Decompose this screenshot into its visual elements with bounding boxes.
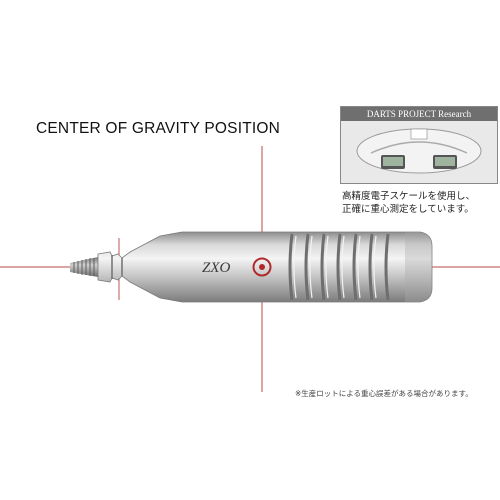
footnote: ※生産ロットによる重心誤差がある場合があります。 (295, 389, 473, 398)
page-title: CENTER OF GRAVITY POSITION (36, 120, 281, 137)
svg-text:ZXO: ZXO (202, 260, 231, 276)
inset-caption-line2: 正確に重心測定をしています。 (342, 204, 474, 215)
inset-caption: 高精度電子スケールを使用し、 正確に重心測定をしています。 (342, 190, 500, 216)
inset-caption-line1: 高精度電子スケールを使用し、 (342, 191, 476, 202)
thread-tip (70, 257, 98, 277)
scale-photo: DARTS PROJECT Research (340, 106, 498, 184)
scale-photo-illustration (341, 121, 497, 183)
barrel-logo-icon: ZXO (202, 260, 231, 276)
inset-banner: DARTS PROJECT Research (341, 107, 497, 121)
research-inset: DARTS PROJECT Research 高精度電子スケールを使用し、 正確… (340, 106, 498, 221)
crosshair-target-icon (252, 257, 272, 277)
